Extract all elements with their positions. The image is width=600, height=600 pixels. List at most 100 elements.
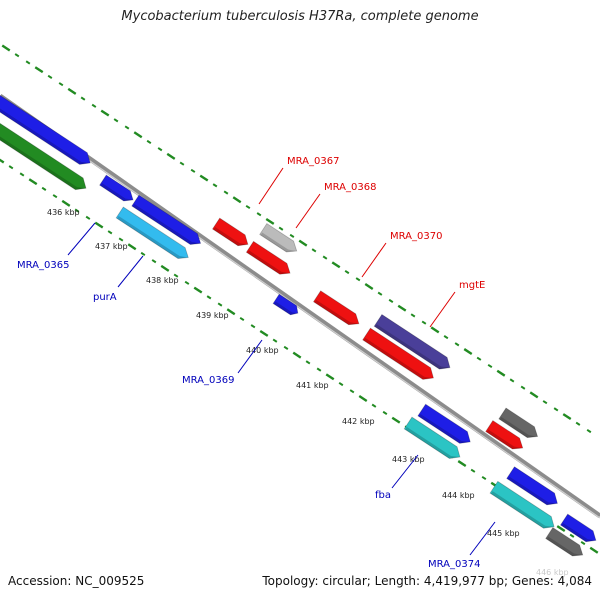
minor-tick bbox=[586, 428, 592, 434]
minor-tick bbox=[454, 342, 460, 347]
minor-tick bbox=[25, 60, 31, 65]
minor-tick bbox=[173, 273, 179, 278]
major-tick bbox=[589, 546, 599, 554]
gene-feature bbox=[489, 480, 555, 529]
major-tick bbox=[358, 395, 368, 402]
tick-label: 441 kbp bbox=[296, 381, 329, 390]
major-tick bbox=[265, 217, 275, 225]
gene-label: mgtE bbox=[459, 280, 485, 291]
major-tick bbox=[556, 525, 566, 533]
label-leader-line bbox=[295, 193, 321, 229]
gene-label: MRA_0367 bbox=[287, 156, 339, 167]
gene-feature bbox=[99, 174, 134, 202]
gene-features bbox=[0, 90, 597, 557]
backbone-outer bbox=[0, 93, 600, 519]
minor-tick bbox=[74, 208, 80, 213]
gene-feature bbox=[245, 240, 291, 275]
minor-tick bbox=[113, 118, 119, 123]
minor-tick bbox=[382, 410, 388, 415]
minor-tick bbox=[322, 255, 328, 260]
minor-tick bbox=[184, 280, 190, 285]
minor-tick bbox=[272, 338, 278, 343]
minor-tick bbox=[118, 237, 124, 242]
minor-tick bbox=[283, 345, 289, 350]
minor-tick bbox=[520, 385, 526, 390]
major-tick bbox=[259, 329, 269, 337]
major-tick bbox=[463, 348, 473, 356]
gene-label: MRA_0365 bbox=[17, 260, 69, 271]
page-title: Mycobacterium tuberculosis H37Ra, comple… bbox=[121, 9, 479, 24]
genome-summary-text: Topology: circular; Length: 4,419,977 bp… bbox=[262, 574, 592, 588]
minor-tick bbox=[179, 161, 185, 166]
minor-tick bbox=[371, 403, 377, 408]
gene-feature bbox=[485, 420, 524, 450]
minor-tick bbox=[190, 168, 196, 173]
minor-tick bbox=[476, 356, 482, 361]
minor-tick bbox=[8, 165, 14, 170]
gene-feature bbox=[403, 416, 461, 459]
minor-tick bbox=[569, 533, 575, 538]
backbone-highlight bbox=[0, 97, 600, 519]
label-leader-line bbox=[258, 167, 284, 205]
major-tick bbox=[331, 261, 341, 269]
minor-tick bbox=[245, 204, 251, 210]
major-tick bbox=[67, 87, 77, 95]
minor-tick bbox=[344, 269, 350, 275]
gene-feature bbox=[211, 217, 249, 247]
major-tick bbox=[61, 199, 71, 207]
minor-tick bbox=[311, 248, 317, 253]
tick-label: 436 kbp bbox=[47, 208, 80, 217]
major-tick bbox=[298, 239, 308, 247]
label-leader-line bbox=[117, 255, 144, 288]
major-tick bbox=[166, 152, 176, 160]
major-tick bbox=[133, 131, 143, 139]
major-tick bbox=[127, 243, 137, 251]
minor-tick bbox=[580, 540, 586, 546]
major-tick bbox=[226, 308, 236, 316]
tick-label: 446 kbp bbox=[536, 568, 569, 577]
minor-tick bbox=[217, 302, 223, 307]
minor-tick bbox=[14, 53, 20, 58]
minor-tick bbox=[250, 324, 256, 329]
label-leader-line bbox=[469, 521, 496, 556]
gene-feature bbox=[272, 293, 299, 316]
minor-tick bbox=[487, 363, 493, 369]
major-tick bbox=[496, 369, 506, 377]
major-tick bbox=[529, 391, 539, 399]
tick-label: 443 kbp bbox=[392, 455, 425, 464]
gene-feature bbox=[115, 206, 189, 259]
major-tick bbox=[94, 221, 104, 229]
gene-feature bbox=[498, 407, 539, 438]
minor-tick bbox=[470, 468, 476, 473]
gene-label: MRA_0370 bbox=[390, 231, 442, 242]
major-tick bbox=[1, 44, 11, 52]
tick-label: 437 kbp bbox=[95, 242, 128, 251]
minor-tick bbox=[212, 183, 218, 188]
major-tick bbox=[325, 373, 335, 381]
minor-tick bbox=[19, 172, 25, 177]
minor-tick bbox=[410, 313, 416, 318]
major-tick bbox=[391, 416, 401, 424]
minor-tick bbox=[107, 230, 113, 235]
tick-label: 440 kbp bbox=[246, 346, 279, 355]
label-leader-line bbox=[67, 222, 96, 256]
minor-tick bbox=[239, 316, 245, 322]
minor-tick bbox=[289, 233, 295, 238]
tick-label: 438 kbp bbox=[146, 276, 179, 285]
major-tick bbox=[0, 158, 5, 164]
gene-feature bbox=[506, 466, 558, 506]
gene-label: MRA_0368 bbox=[324, 182, 376, 193]
major-tick bbox=[562, 413, 572, 421]
minor-tick bbox=[377, 291, 383, 296]
genome-backbone bbox=[0, 93, 600, 519]
major-tick bbox=[364, 283, 374, 290]
tick-label: 442 kbp bbox=[342, 417, 375, 426]
gene-feature bbox=[259, 223, 298, 253]
gene-label: MRA_0369 bbox=[182, 375, 234, 386]
minor-tick bbox=[553, 407, 559, 412]
minor-tick bbox=[316, 367, 322, 372]
gene-feature bbox=[312, 290, 360, 326]
minor-tick bbox=[388, 298, 394, 303]
